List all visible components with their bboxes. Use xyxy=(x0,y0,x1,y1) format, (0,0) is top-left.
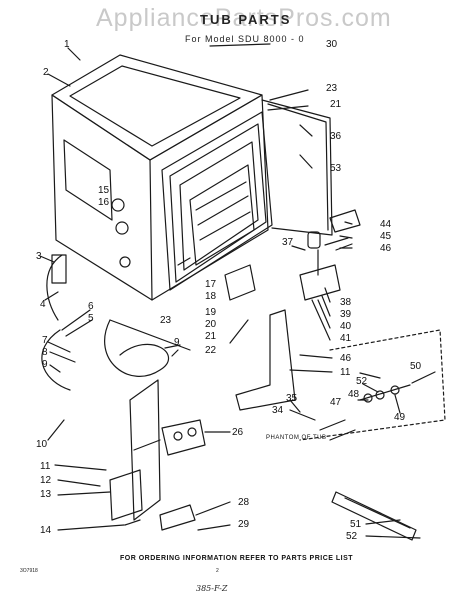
callout-16: 16 xyxy=(98,197,110,208)
callout-20: 20 xyxy=(205,319,217,330)
callout-12: 12 xyxy=(40,475,52,486)
hose xyxy=(104,319,169,377)
phantom-tub-line xyxy=(299,329,446,441)
callout-45: 45 xyxy=(380,231,392,242)
side-seal xyxy=(261,99,333,236)
callout-17: 17 xyxy=(205,279,217,290)
callout-35: 35 xyxy=(286,393,298,404)
callout-2: 2 xyxy=(43,67,49,78)
diagram-subtitle: For Model SDU 8000 - 0 xyxy=(185,34,305,44)
callout-37: 37 xyxy=(282,237,294,248)
callout-50: 50 xyxy=(410,361,422,372)
callout-52: 52 xyxy=(356,376,368,387)
callout-34: 34 xyxy=(272,405,284,416)
callout-9: 9 xyxy=(42,359,48,370)
callout-11: 11 xyxy=(40,461,51,472)
callout-47: 47 xyxy=(330,397,342,408)
callout-46-lower: 46 xyxy=(340,353,352,364)
callout-46: 46 xyxy=(380,243,392,254)
callout-44: 44 xyxy=(380,219,392,230)
diagram-title: TUB PARTS xyxy=(200,12,292,27)
door-gasket xyxy=(161,111,273,291)
phantom-of-tub-label: PHANTOM OF TUB xyxy=(266,435,327,441)
callout-3: 3 xyxy=(36,251,42,262)
callout-38: 38 xyxy=(340,297,352,308)
callout-41: 41 xyxy=(340,333,352,344)
callout-11-right: 11 xyxy=(340,367,351,378)
callout-53: 53 xyxy=(330,163,342,174)
callout-39: 39 xyxy=(340,309,352,320)
callout-9-lower: 9 xyxy=(174,337,180,348)
callout-4: 4 xyxy=(40,299,46,310)
callout-23: 23 xyxy=(160,315,172,326)
callout-10: 10 xyxy=(36,439,48,450)
callout-18: 18 xyxy=(205,291,217,302)
part-51-rail xyxy=(331,491,417,541)
left-frame-bracket xyxy=(129,379,161,521)
callout-6: 6 xyxy=(88,301,94,312)
callout-15: 15 xyxy=(98,185,110,196)
corner-code: 3O7918 xyxy=(20,568,38,574)
callout-51: 51 xyxy=(350,519,362,530)
callout-36: 36 xyxy=(330,131,342,142)
callout-22: 22 xyxy=(205,345,217,356)
watermark: AppliancePartsPros.com xyxy=(96,4,392,32)
callout-52-lower: 52 xyxy=(346,531,358,542)
callout-48: 48 xyxy=(348,389,360,400)
callout-26: 26 xyxy=(232,427,244,438)
callout-49: 49 xyxy=(394,412,406,423)
callout-21-right: 21 xyxy=(330,99,342,110)
callout-13: 13 xyxy=(40,489,52,500)
callout-8: 8 xyxy=(42,347,48,358)
callout-28: 28 xyxy=(238,497,250,508)
inner-tub xyxy=(189,164,255,266)
callout-21: 21 xyxy=(205,331,217,342)
callout-23-right: 23 xyxy=(326,83,338,94)
page-number: 2 xyxy=(216,568,219,574)
callout-40: 40 xyxy=(340,321,352,332)
tub-top-inner xyxy=(69,65,241,147)
callout-14: 14 xyxy=(40,525,52,536)
callout-29: 29 xyxy=(238,519,250,530)
tub-top xyxy=(51,54,263,161)
callout-1: 1 xyxy=(64,39,70,50)
ordering-info-footer: FOR ORDERING INFORMATION REFER TO PARTS … xyxy=(120,555,354,562)
callout-7: 7 xyxy=(42,335,48,346)
callout-30: 30 xyxy=(326,39,338,50)
callout-5: 5 xyxy=(88,313,94,324)
right-frame-bracket xyxy=(235,309,296,411)
handwritten-note: 385-F-Z xyxy=(196,584,228,593)
callout-19: 19 xyxy=(205,307,217,318)
